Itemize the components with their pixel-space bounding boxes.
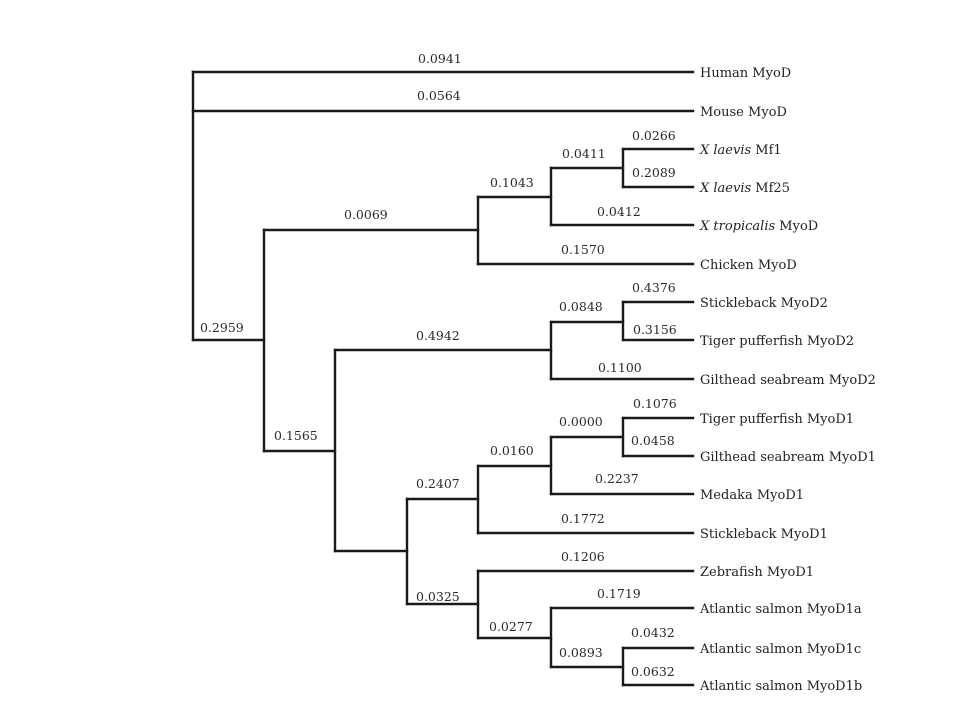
branch-length-labels: 0.0941 0.0564 0.0266 0.0411 0.2089 0.1043 0.04…: [200, 51, 677, 679]
leaf-label: Chicken MyoD: [700, 258, 797, 273]
leaf-label: Gilthead seabream MyoD1: [700, 450, 876, 465]
branch-length-label: 0.1719: [597, 586, 641, 601]
branch-length-label: 0.1043: [490, 175, 534, 190]
branch-length-label: 0.0411: [562, 146, 606, 161]
leaf-label-text: Gilthead seabream MyoD2: [700, 373, 876, 388]
branch-length-label: 0.2237: [595, 471, 639, 486]
leaf-label: Stickleback MyoD1: [700, 527, 828, 542]
branch-length-label: 0.0325: [416, 589, 460, 604]
leaf-label-text: MyoD: [775, 219, 818, 234]
leaf-label: X tropicalis MyoD: [699, 219, 818, 234]
leaf-label: Atlantic salmon MyoD1b: [699, 679, 862, 694]
leaf-label-text: Atlantic salmon MyoD1a: [699, 602, 862, 617]
branch-length-label: 0.0941: [418, 51, 462, 66]
leaf-label-text: Tiger pufferfish MyoD2: [700, 334, 854, 349]
leaf-label: Tiger pufferfish MyoD2: [700, 334, 854, 349]
leaf-label: Stickleback MyoD2: [700, 296, 828, 311]
leaf-label-text: Mouse MyoD: [700, 105, 787, 120]
leaf-label: X laevis Mf25: [699, 181, 790, 196]
leaf-label-italic: X laevis: [699, 181, 751, 196]
leaf-label-text: Human MyoD: [700, 66, 791, 81]
tree-branches: [191, 70, 695, 687]
branch-length-label: 0.0069: [344, 207, 388, 222]
branch-length-label: 0.2959: [200, 320, 244, 335]
leaf-label-text: Atlantic salmon MyoD1b: [699, 679, 862, 694]
leaf-label-text: Medaka MyoD1: [700, 488, 804, 503]
leaf-label: Mouse MyoD: [700, 105, 787, 120]
leaf-label-text: Chicken MyoD: [700, 258, 797, 273]
leaf-label: Gilthead seabream MyoD2: [700, 373, 876, 388]
branch-length-label: 0.1206: [561, 549, 605, 564]
branch-length-label: 0.4942: [416, 328, 460, 343]
branch-length-label: 0.0632: [631, 664, 675, 679]
branch-length-label: 0.0412: [597, 204, 641, 219]
branch-length-label: 0.0160: [490, 443, 534, 458]
branch-length-label: 0.0564: [417, 88, 461, 103]
leaf-label: Zebrafish MyoD1: [700, 565, 814, 580]
branch-length-label: 0.0000: [559, 414, 603, 429]
leaf-label-text: Tiger pufferfish MyoD1: [700, 412, 854, 427]
branch-length-label: 0.0277: [489, 619, 533, 634]
branch-length-label: 0.0266: [632, 128, 676, 143]
leaf-label-italic: X laevis: [699, 143, 751, 158]
leaf-label: Atlantic salmon MyoD1c: [699, 642, 861, 657]
leaf-label: Human MyoD: [700, 66, 791, 81]
branch-length-label: 0.0458: [631, 433, 675, 448]
branch-length-label: 0.4376: [632, 280, 676, 295]
branch-length-label: 0.1076: [633, 396, 677, 411]
branch-length-label: 0.1772: [561, 511, 605, 526]
leaf-label-text: Mf1: [751, 143, 782, 158]
branch-length-label: 0.1570: [561, 242, 605, 257]
leaf-label-text: Atlantic salmon MyoD1c: [699, 642, 861, 657]
branch-length-label: 0.1565: [274, 428, 318, 443]
leaf-label: Tiger pufferfish MyoD1: [700, 412, 854, 427]
branch-length-label: 0.0432: [631, 625, 675, 640]
leaf-label-text: Stickleback MyoD1: [700, 527, 828, 542]
leaf-label-text: Mf25: [751, 181, 790, 196]
branch-length-label: 0.1100: [598, 360, 642, 375]
branch-length-label: 0.3156: [633, 322, 677, 337]
leaf-label: X laevis Mf1: [699, 143, 782, 158]
leaf-label-text: Zebrafish MyoD1: [700, 565, 814, 580]
leaf-label-text: Gilthead seabream MyoD1: [700, 450, 876, 465]
leaf-label-text: Stickleback MyoD2: [700, 296, 828, 311]
branch-length-label: 0.2407: [416, 476, 460, 491]
branch-length-label: 0.2089: [632, 165, 676, 180]
branch-length-label: 0.0893: [559, 645, 603, 660]
leaf-label-italic: X tropicalis: [699, 219, 775, 234]
branch-length-label: 0.0848: [559, 299, 603, 314]
leaf-label: Medaka MyoD1: [700, 488, 804, 503]
leaf-label: Atlantic salmon MyoD1a: [699, 602, 862, 617]
